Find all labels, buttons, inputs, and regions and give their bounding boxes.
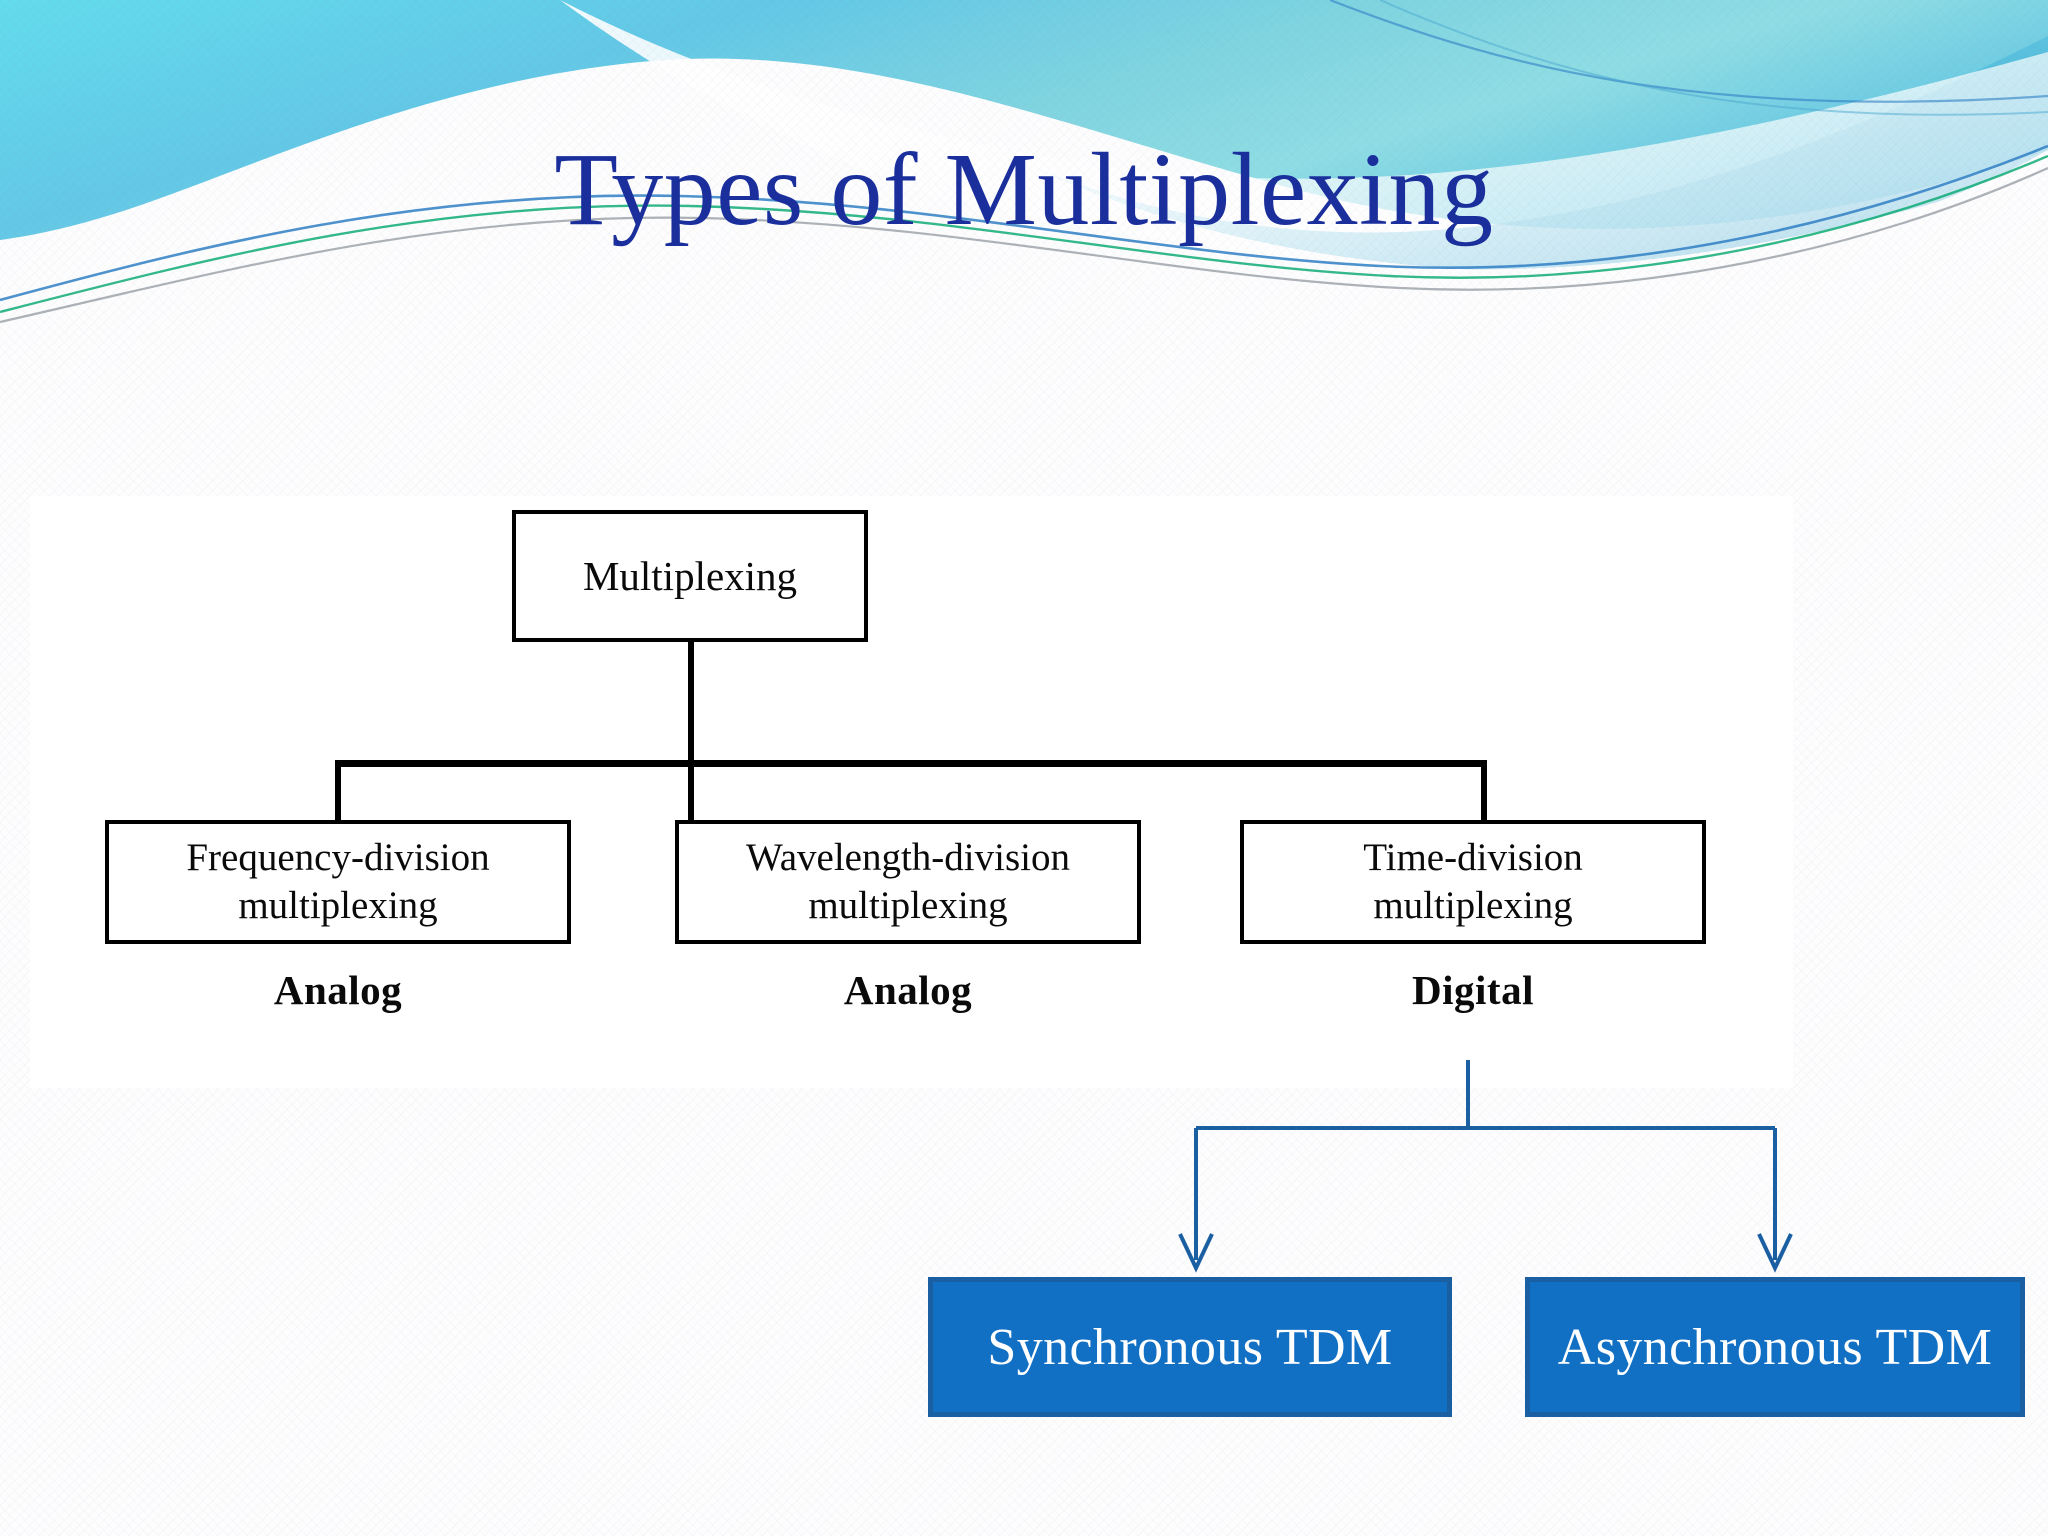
node-wavelength-division-multiplexing: Wavelength-division multiplexing xyxy=(675,820,1149,952)
connector-branch-fdm xyxy=(335,760,341,822)
node-fdm-label: Frequency-division multiplexing xyxy=(186,834,489,929)
connector-branch-tdm xyxy=(1481,760,1487,822)
header-wave-decoration xyxy=(0,0,2048,330)
connector-trunk-horizontal xyxy=(335,760,1487,767)
wave-white-swoosh xyxy=(560,0,2048,277)
node-multiplexing: Multiplexing xyxy=(512,510,876,650)
accent-line-blue xyxy=(0,144,2048,302)
node-time-division-multiplexing: Time-division multiplexing xyxy=(1240,820,1714,952)
diagram-scan-panel: Multiplexing Frequency-division multiple… xyxy=(30,496,1793,1088)
tdm-arrowhead-left xyxy=(1178,1233,1214,1273)
node-wdm-line2: multiplexing xyxy=(808,884,1008,927)
node-wdm-label: Wavelength-division multiplexing xyxy=(746,834,1070,929)
caption-digital-tdm: Digital xyxy=(1412,967,1534,1013)
accent-line-teal-upper xyxy=(1379,0,2048,116)
page-title: Types of Multiplexing xyxy=(554,132,1494,247)
node-wdm-line1: Wavelength-division xyxy=(746,836,1070,880)
node-fdm-line1: Frequency-division xyxy=(186,836,490,880)
node-frequency-division-multiplexing: Frequency-division multiplexing xyxy=(105,820,579,952)
node-fdm-line2: multiplexing xyxy=(238,884,438,927)
node-tdm-label: Time-division multiplexing xyxy=(1363,834,1583,929)
accent-line-green xyxy=(0,154,2048,314)
node-tdm-line1: Time-division xyxy=(1363,836,1583,880)
tdm-arrowhead-right xyxy=(1757,1233,1793,1273)
node-synchronous-tdm: Synchronous TDM xyxy=(928,1277,1452,1417)
node-asynchronous-tdm: Asynchronous TDM xyxy=(1525,1277,2025,1417)
node-synchronous-tdm-label: Synchronous TDM xyxy=(987,1318,1393,1376)
node-asynchronous-tdm-label: Asynchronous TDM xyxy=(1557,1318,1993,1376)
accent-line-gray xyxy=(0,166,2048,324)
connector-branch-wdm xyxy=(688,760,694,822)
caption-analog-wdm: Analog xyxy=(843,967,973,1013)
node-multiplexing-label: Multiplexing xyxy=(582,553,798,599)
header-wave-svg xyxy=(0,0,2048,330)
caption-analog-fdm: Analog xyxy=(273,967,403,1013)
node-tdm-line2: multiplexing xyxy=(1373,884,1573,927)
connector-trunk-vertical xyxy=(688,642,694,765)
